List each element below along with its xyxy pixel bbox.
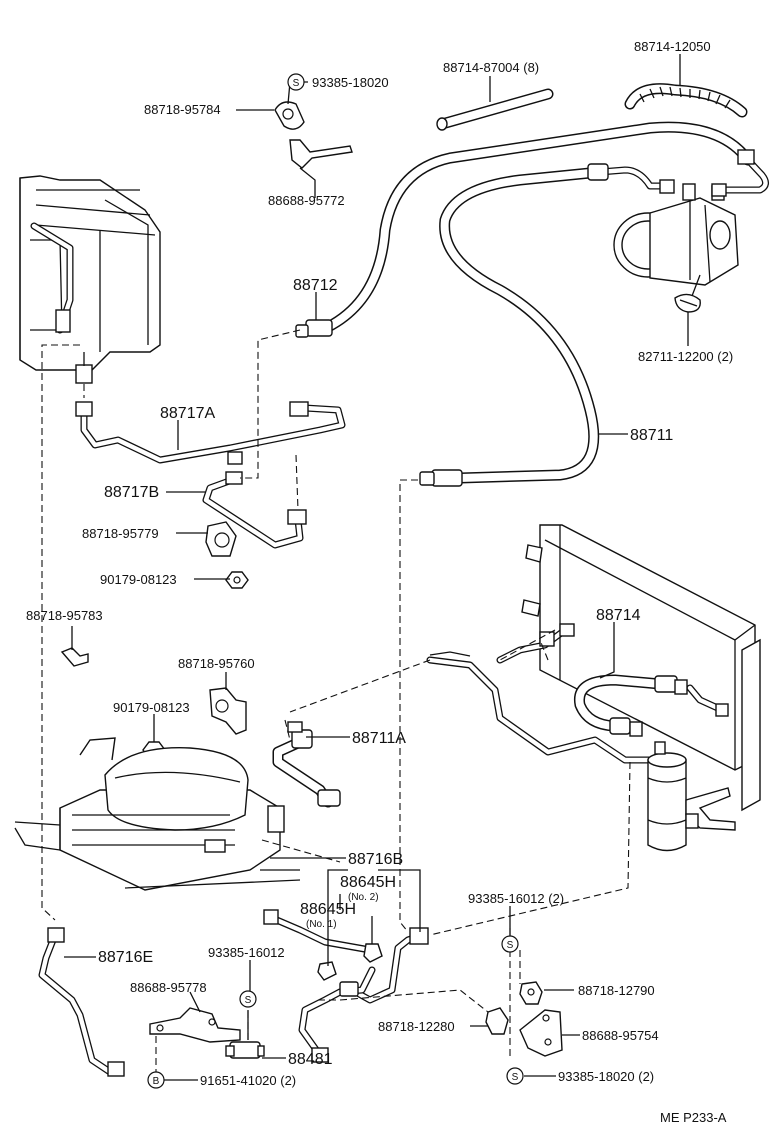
hose-88714-12050 — [624, 83, 748, 118]
label-88718-12280: 88718-12280 — [378, 1019, 455, 1034]
symbol-s-lower-left: S — [239, 990, 257, 1008]
hose-88714 — [573, 674, 729, 737]
label-no1: (No. 1) — [306, 919, 337, 930]
label-88714-12050: 88714-12050 — [634, 39, 711, 54]
label-88714-87004: 88714-87004 (8) — [443, 60, 539, 75]
condenser-piping — [426, 623, 664, 764]
part-labels: 93385-18020 88718-95784 88688-95772 8871… — [26, 39, 733, 1125]
label-88712: 88712 — [293, 277, 338, 294]
label-82711-12200: 82711-12200 (2) — [638, 349, 733, 364]
bracket-88688-95778 — [149, 1007, 241, 1043]
symbol-b-bottom: B — [147, 1071, 165, 1089]
hose-88714-87004 — [436, 88, 554, 131]
label-88718-95783: 88718-95783 — [26, 608, 103, 623]
pipe-88717A — [75, 401, 346, 465]
label-90179-08123-b: 90179-08123 — [113, 700, 190, 715]
label-88714: 88714 — [596, 607, 641, 624]
label-88688-95754: 88688-95754 — [582, 1028, 659, 1043]
valve-88481 — [225, 1041, 265, 1059]
label-88481: 88481 — [288, 1051, 333, 1068]
svg-text:B: B — [153, 1076, 160, 1087]
label-88718-95760: 88718-95760 — [178, 656, 255, 671]
dashed-lines — [41, 329, 631, 1076]
hose-88711 — [419, 163, 675, 487]
leader-lines — [64, 54, 689, 1081]
label-88645H-no2: 88645H — [340, 874, 396, 891]
nut-90179-08123-a — [225, 571, 249, 589]
svg-text:S: S — [293, 78, 300, 89]
label-90179-08123-a: 90179-08123 — [100, 572, 177, 587]
compressor — [613, 183, 739, 313]
svg-text:S: S — [507, 940, 514, 951]
bracket-88688-95754 — [519, 1009, 563, 1057]
label-93385-18020-top: 93385-18020 — [312, 75, 389, 90]
label-88717A: 88717A — [160, 405, 215, 422]
symbol-s-center-right: S — [501, 935, 519, 953]
svg-text:S: S — [512, 1072, 519, 1083]
pipe-88717B — [202, 471, 307, 549]
label-88717B: 88717B — [104, 484, 159, 501]
clamp-88718-95760 — [209, 687, 247, 735]
svg-text:S: S — [245, 995, 252, 1006]
label-93385-16012-2: 93385-16012 (2) — [468, 891, 564, 906]
label-88718-95784: 88718-95784 — [144, 102, 221, 117]
clip-88718-95783 — [60, 647, 89, 667]
pipe-88716B — [348, 927, 429, 1004]
symbol-s-top: S — [287, 73, 305, 91]
condenser — [521, 524, 761, 812]
pipe-88481 — [298, 966, 376, 1063]
label-93385-16012: 93385-16012 — [208, 945, 285, 960]
label-no2: (No. 2) — [348, 892, 379, 903]
label-93385-18020-bottom: 93385-18020 (2) — [558, 1069, 654, 1084]
label-88645H-no1: 88645H — [300, 901, 356, 918]
pipe-88716E — [38, 927, 125, 1077]
hose-88712 — [295, 121, 769, 338]
pipe-88645H — [263, 909, 383, 981]
label-88716E: 88716E — [98, 949, 153, 966]
label-88688-95778: 88688-95778 — [130, 980, 207, 995]
label-88711A: 88711A — [352, 730, 406, 747]
symbol-s-bottom: S — [506, 1067, 524, 1085]
clamp-88718-12790 — [519, 981, 543, 1005]
front-unit — [14, 737, 301, 891]
label-88688-95772: 88688-95772 — [268, 193, 345, 208]
receiver-drier — [647, 741, 736, 852]
clamp-88718-12280 — [485, 1007, 509, 1035]
clamp-88718-95779 — [205, 521, 237, 557]
label-88716B: 88716B — [348, 851, 403, 868]
evaporator-unit — [19, 175, 161, 384]
hose-88711A — [272, 721, 341, 808]
diagram-code: ME P233-A — [660, 1110, 727, 1125]
label-88718-12790: 88718-12790 — [578, 983, 655, 998]
clamp-88718-95784 — [274, 101, 353, 169]
label-88711: 88711 — [630, 427, 673, 444]
label-88718-95779: 88718-95779 — [82, 526, 159, 541]
label-91651-41020: 91651-41020 (2) — [200, 1073, 296, 1088]
